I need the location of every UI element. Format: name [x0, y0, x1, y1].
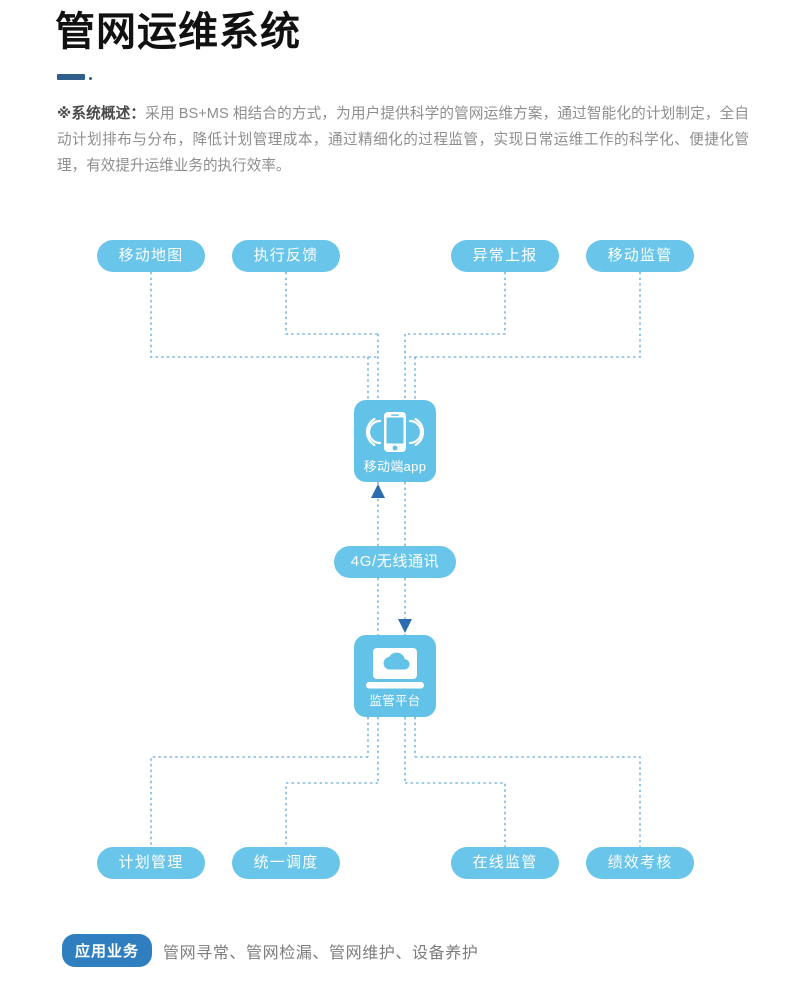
node-mobile-app-label: 移动端app	[363, 459, 427, 474]
overview-lead-label: ※系统概述：	[57, 106, 146, 122]
connector-plan-management	[150, 756, 368, 847]
node-online-supervision[interactable]: 在线监管	[451, 847, 559, 879]
node-mobile-app[interactable]: 移动端app	[354, 400, 436, 482]
application-business-badge: 应用业务	[62, 934, 153, 967]
application-business-row: 应用业务 管网寻常、管网检漏、管网维护、设备养护	[62, 934, 478, 967]
node-supervision-platform[interactable]: 监管平台	[354, 635, 436, 717]
title-divider	[57, 74, 85, 80]
page-title: 管网运维系统	[55, 10, 301, 54]
connector-performance-review	[415, 756, 641, 847]
connector-mobile-supervision	[405, 272, 641, 358]
node-exception-report[interactable]: 异常上报	[451, 240, 559, 272]
link-label-4g-wireless[interactable]: 4G/无线通讯	[334, 546, 456, 578]
node-supervision-platform-label: 监管平台	[369, 694, 421, 708]
node-unified-dispatch[interactable]: 统一调度	[232, 847, 340, 879]
arrow-up-to-app-icon	[371, 484, 385, 498]
connector-unified-dispatch	[285, 782, 378, 847]
title-divider-dot	[89, 77, 92, 80]
system-overview-paragraph: ※系统概述：采用 BS+MS 相结合的方式，为用户提供科学的管网运维方案，通过智…	[57, 101, 749, 179]
overview-body-text: 采用 BS+MS 相结合的方式，为用户提供科学的管网运维方案，通过智能化的计划制…	[57, 106, 749, 174]
connector-online-supervision	[405, 782, 506, 847]
node-execution-feedback[interactable]: 执行反馈	[232, 240, 340, 272]
node-mobile-map[interactable]: 移动地图	[97, 240, 205, 272]
arrow-down-to-platform-icon	[398, 619, 412, 633]
node-plan-management[interactable]: 计划管理	[97, 847, 205, 879]
connector-mobile-map	[150, 272, 378, 358]
connector-exception-report	[405, 272, 506, 335]
smartphone-signal-icon	[365, 412, 425, 452]
node-performance-review[interactable]: 绩效考核	[586, 847, 694, 879]
connector-execution-feedback	[285, 272, 378, 335]
node-mobile-supervision[interactable]: 移动监管	[586, 240, 694, 272]
application-business-text: 管网寻常、管网检漏、管网维护、设备养护	[163, 944, 479, 962]
laptop-cloud-icon	[366, 648, 424, 689]
